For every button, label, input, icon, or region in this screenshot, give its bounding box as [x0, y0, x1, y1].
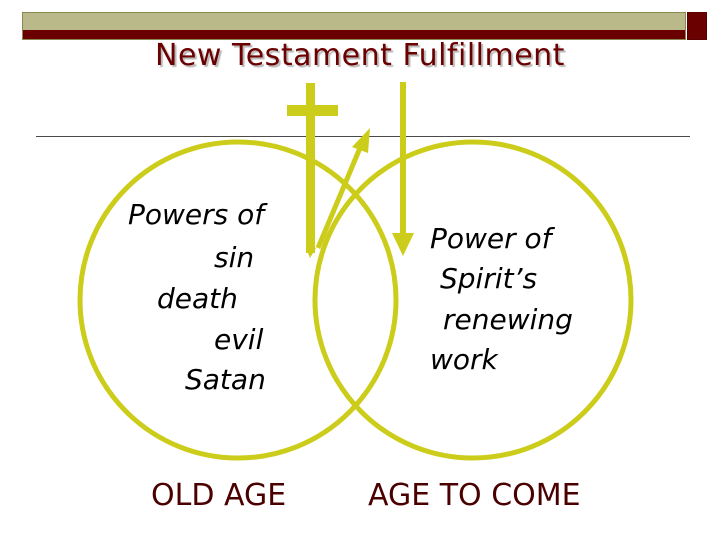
cross-icon [287, 83, 338, 258]
header-corner-square [687, 12, 707, 40]
right-line-3: renewing [443, 303, 573, 336]
old-age-circle [77, 139, 399, 461]
right-line-1: Power of [430, 222, 552, 255]
slide-title: New Testament Fulfillment [155, 38, 565, 73]
left-line-2: sin [214, 241, 255, 274]
left-line-1: Powers of [128, 198, 265, 231]
arrow-up-right-icon [315, 128, 370, 249]
age-to-come-caption: AGE TO COME [368, 478, 581, 513]
arrow-down-icon [392, 82, 414, 256]
old-age-caption: OLD AGE [151, 478, 287, 513]
header-bar [22, 12, 686, 40]
left-line-5: Satan [185, 363, 266, 396]
right-line-2: Spirit’s [440, 262, 538, 295]
right-line-4: work [430, 343, 498, 376]
left-line-4: evil [214, 323, 264, 356]
age-to-come-circle [312, 139, 634, 461]
left-line-3: death [157, 282, 238, 315]
